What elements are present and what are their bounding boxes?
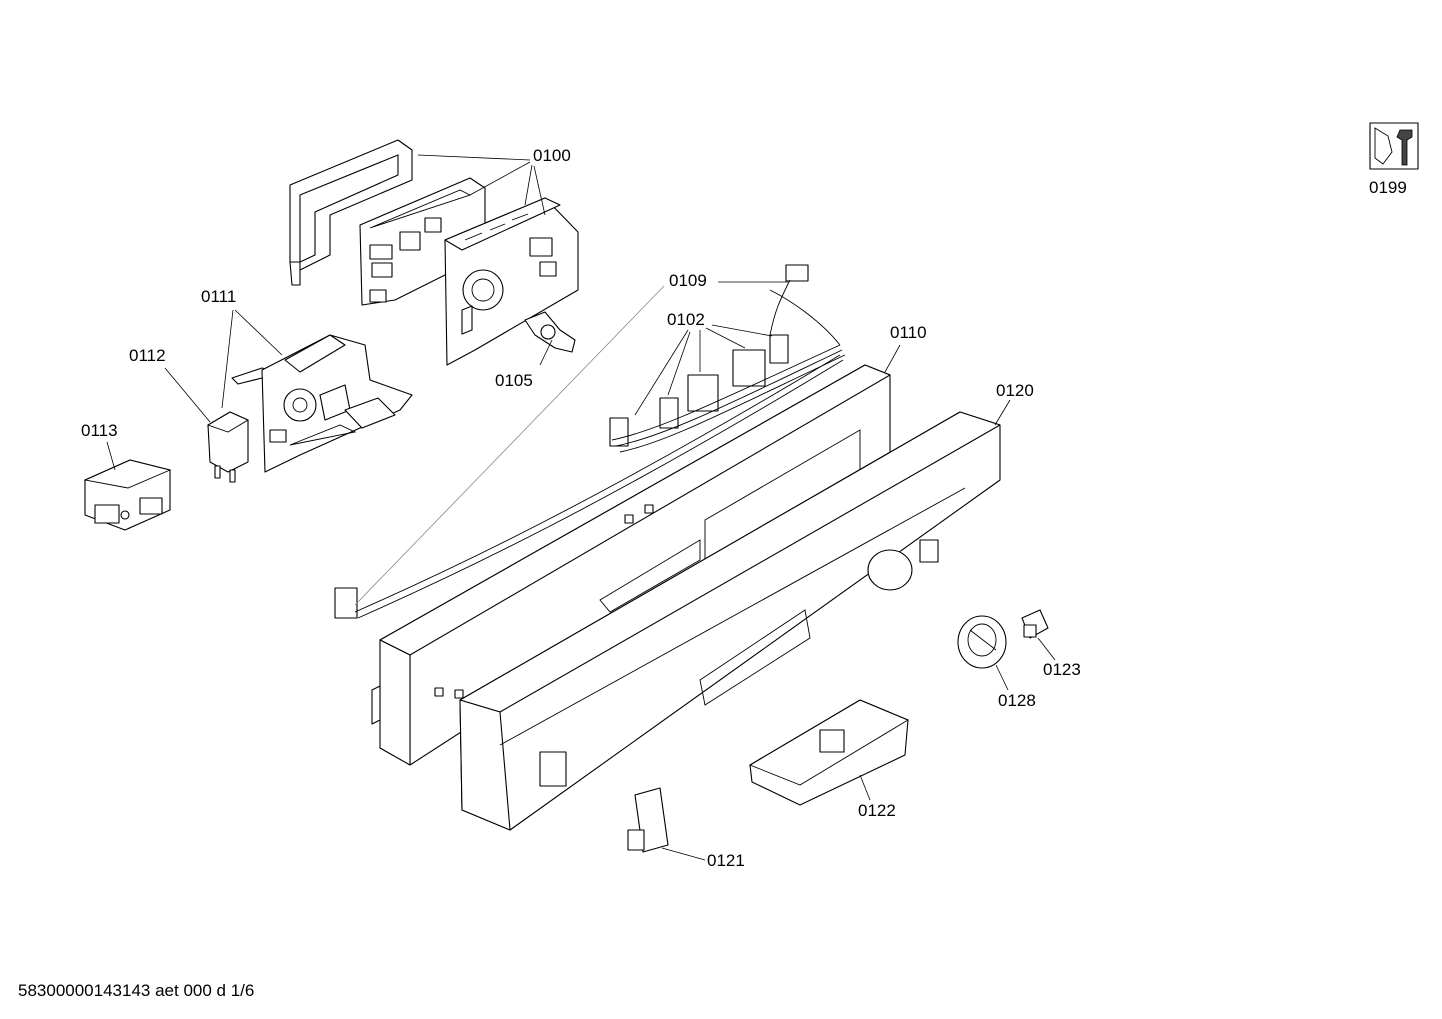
callout-0128: 0128	[998, 691, 1036, 710]
callout-labels: 0100 0111 0112 0113 0105 0109 0102 0110 …	[81, 146, 1407, 870]
part-0113-switch	[83, 459, 172, 531]
part-0105-sensor	[524, 311, 576, 353]
callout-0111: 0111	[201, 287, 236, 306]
callout-0109: 0109	[669, 271, 707, 290]
part-0109-cable	[334, 264, 844, 619]
part-0121-clip	[627, 787, 669, 853]
callout-0100: 0100	[533, 146, 571, 165]
part-0112-relay	[206, 411, 249, 483]
part-0100-electronic-module	[289, 139, 579, 366]
callout-0112: 0112	[129, 346, 166, 365]
callout-0121: 0121	[707, 851, 745, 870]
callout-0110: 0110	[890, 323, 927, 342]
part-0123-button	[1021, 609, 1049, 639]
callout-0102: 0102	[667, 310, 705, 329]
callout-0123: 0123	[1043, 660, 1081, 679]
part-0122-handle	[748, 699, 909, 806]
callout-0120: 0120	[996, 381, 1034, 400]
callout-0122: 0122	[858, 801, 896, 820]
document-code: 58300000143143 aet 000 d 1/6	[18, 981, 255, 1000]
part-0111-mechanism	[231, 334, 413, 473]
callout-0113: 0113	[81, 421, 118, 440]
part-0128-knob	[957, 615, 1007, 669]
part-0120-front-panel	[459, 411, 1001, 831]
part-0110-inner-panel	[371, 364, 891, 766]
part-0102-connectors	[609, 334, 846, 453]
callout-0105: 0105	[495, 371, 533, 390]
wrench-nut-icon	[1369, 122, 1419, 170]
leader-lines	[106, 154, 1056, 861]
callout-0199: 0199	[1369, 178, 1407, 197]
